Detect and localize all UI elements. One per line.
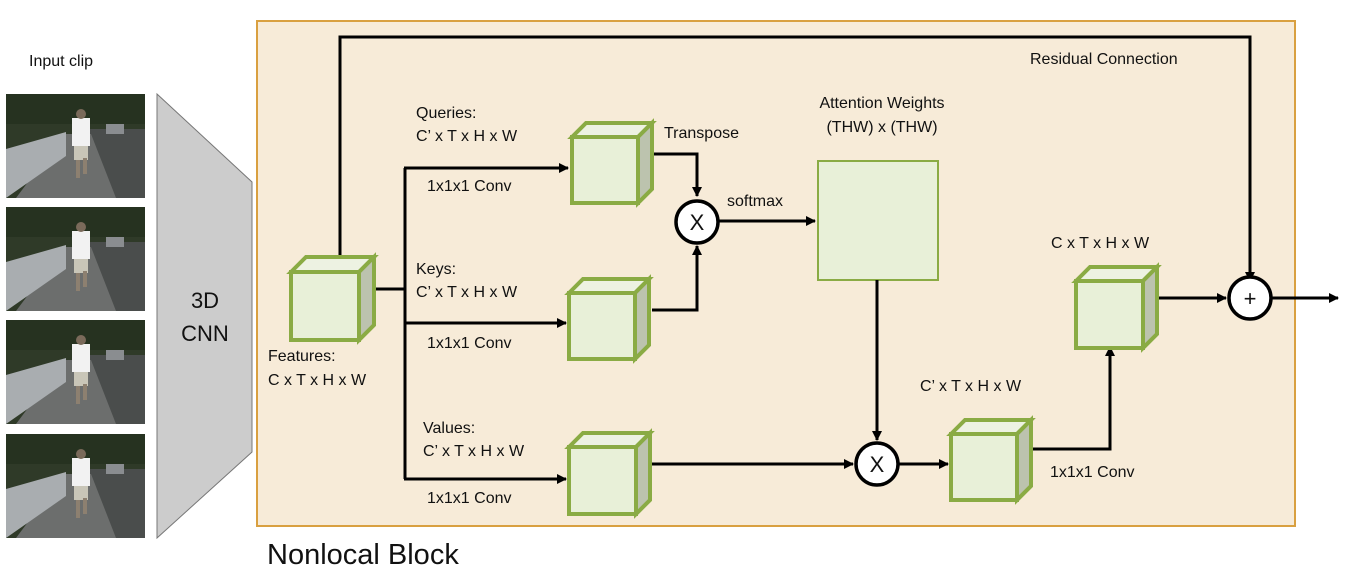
input-frame xyxy=(6,207,145,311)
multiply-node-attention-label: X xyxy=(690,210,705,235)
keys-conv-label: 1x1x1 Conv xyxy=(427,335,512,352)
keys-dims: C’ x T x H x W xyxy=(416,284,518,301)
cube-side-face xyxy=(1015,415,1033,505)
add-node xyxy=(1227,275,1273,321)
cnn-label-line2: CNN xyxy=(181,321,229,346)
cube-front-face xyxy=(949,432,1019,502)
weighted-to-output-arrow xyxy=(1031,346,1115,451)
cube-side-face xyxy=(634,428,652,519)
nonlocal-block-title: Nonlocal Block xyxy=(267,539,459,571)
keys-cube xyxy=(564,274,654,364)
multiply-node-attention xyxy=(674,199,720,245)
cnn-shape xyxy=(156,92,253,540)
softmax-label: softmax xyxy=(727,193,783,210)
multiply-node-values xyxy=(854,441,900,487)
cube-front-face xyxy=(570,135,640,205)
values-dims: C’ x T x H x W xyxy=(423,443,525,460)
queries-conv-label: 1x1x1 Conv xyxy=(427,178,512,195)
weighted-conv-label: 1x1x1 Conv xyxy=(1050,464,1135,481)
features-cube xyxy=(286,252,379,345)
cube-side-face xyxy=(633,274,651,364)
attention-weights-matrix xyxy=(817,160,939,281)
features-name: Features: xyxy=(268,348,336,365)
keys-name: Keys: xyxy=(416,261,456,278)
cube-front-face xyxy=(289,270,361,342)
values-name: Values: xyxy=(423,420,475,437)
input-frames xyxy=(6,94,145,538)
queries-dims: C’ x T x H x W xyxy=(416,128,518,145)
attention-weights-dims: (THW) x (THW) xyxy=(826,119,937,136)
residual-connection-label: Residual Connection xyxy=(1030,51,1178,68)
add-node-label: + xyxy=(1244,286,1257,311)
cube-front-face xyxy=(1074,279,1145,350)
cube-side-face xyxy=(636,118,654,208)
transpose-label: Transpose xyxy=(664,125,739,142)
input-frame xyxy=(6,94,145,198)
cube-front-face xyxy=(567,445,638,516)
values-conv-label: 1x1x1 Conv xyxy=(427,490,512,507)
cnn-label-line1: 3D xyxy=(191,288,219,313)
weighted-cube xyxy=(946,415,1036,505)
output-dims: C x T x H x W xyxy=(1051,235,1150,252)
queries-name: Queries: xyxy=(416,105,476,122)
queries-to-multiply-arrow xyxy=(652,152,702,197)
features-dims: C x T x H x W xyxy=(268,372,367,389)
keys-to-multiply-arrow xyxy=(652,245,702,312)
values-cube xyxy=(564,428,655,519)
input-frame xyxy=(6,434,145,538)
cube-front-face xyxy=(567,291,637,361)
weighted-dims: C’ x T x H x W xyxy=(920,378,1022,395)
input-clip-label: Input clip xyxy=(29,53,93,70)
cube-side-face xyxy=(1141,262,1159,353)
attention-weights-title: Attention Weights xyxy=(819,95,944,112)
cube-side-face xyxy=(357,252,376,345)
output-cube xyxy=(1071,262,1162,353)
queries-cube xyxy=(567,118,657,208)
input-frame xyxy=(6,320,145,424)
residual-connection-line xyxy=(338,35,1255,282)
multiply-node-values-label: X xyxy=(870,452,885,477)
